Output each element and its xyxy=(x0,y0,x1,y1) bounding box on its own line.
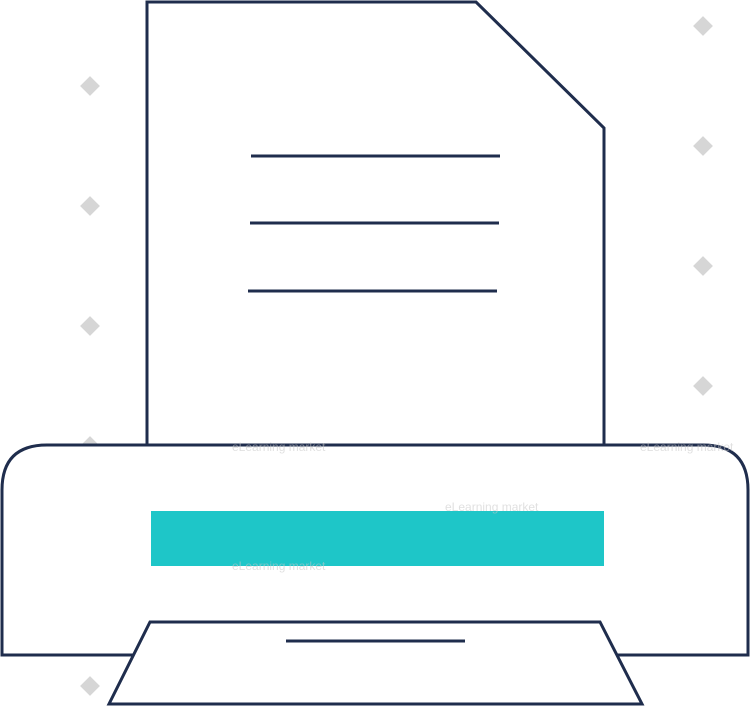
watermark-diamond xyxy=(693,376,713,396)
watermark-diamond xyxy=(80,76,100,96)
watermark-diamond xyxy=(693,16,713,36)
watermark-diamond xyxy=(693,136,713,156)
output-tray xyxy=(106,620,645,706)
watermark-diamond xyxy=(80,316,100,336)
paper-slot xyxy=(151,511,604,566)
document-sheet xyxy=(145,0,606,457)
watermark-diamond xyxy=(80,676,100,696)
watermark-diamond xyxy=(80,196,100,216)
watermark-diamond xyxy=(693,256,713,276)
